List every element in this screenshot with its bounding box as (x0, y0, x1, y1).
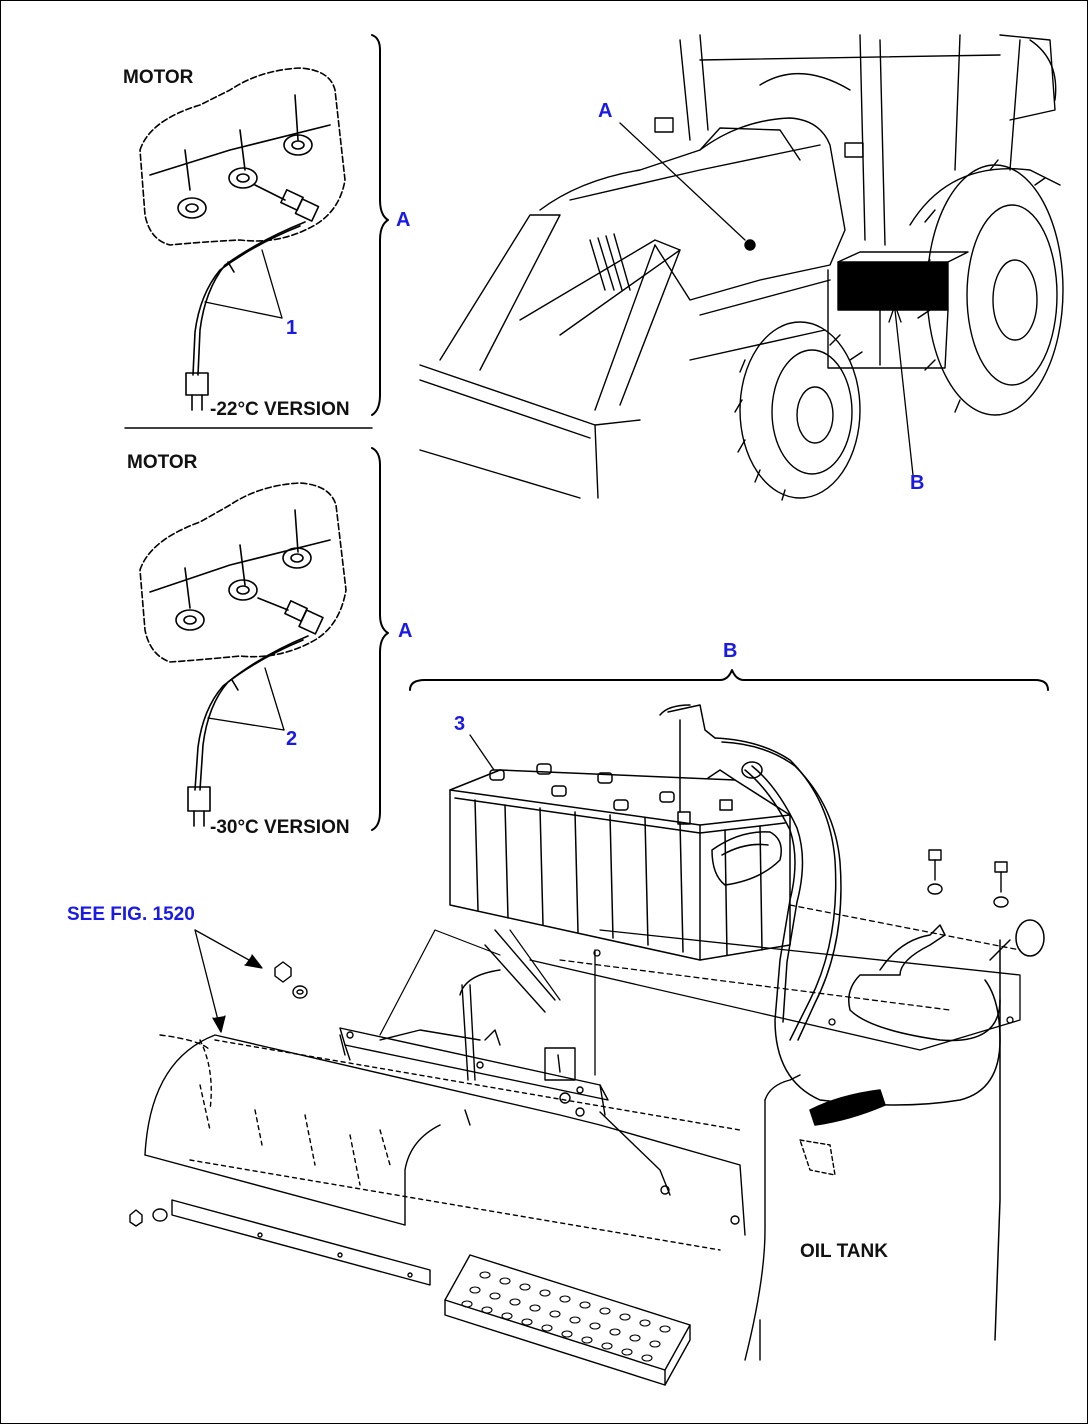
leader-b-machine (888, 304, 914, 476)
fasteners-left (129, 961, 431, 1286)
callout-b-machine: B (910, 472, 925, 494)
temperature-sensor-22 (185, 184, 320, 411)
battery-tray (529, 904, 1021, 1076)
mounting-bar (339, 929, 671, 1196)
brace-bottom (371, 447, 389, 831)
callout-a-top: A (396, 209, 411, 231)
battery (449, 763, 791, 961)
version-22-label: -22°C VERSION (210, 399, 350, 420)
oil-tank-label: OIL TANK (800, 1241, 888, 1262)
version-30-label: -30°C VERSION (210, 817, 350, 838)
backhoe-loader (419, 34, 1064, 501)
leader-item-1 (204, 249, 283, 319)
callout-item-2: 2 (286, 728, 298, 750)
callout-a-machine: A (598, 100, 613, 122)
step-plate (444, 1254, 691, 1386)
leader-item-2 (207, 667, 285, 731)
callout-item-3: 3 (454, 713, 466, 735)
oil-tank (744, 1074, 836, 1361)
see-fig-reference: SEE FIG. 1520 (67, 904, 195, 925)
callout-a-bottom: A (398, 620, 413, 642)
battery-cables (659, 704, 1045, 1341)
callout-b-brace: B (723, 640, 738, 662)
brace-top (371, 34, 389, 416)
motor-label-bottom: MOTOR (127, 452, 198, 473)
motor-label-top: MOTOR (123, 67, 194, 88)
callout-item-1: 1 (286, 317, 298, 339)
brace-b (409, 669, 1049, 691)
leader-see-fig (194, 929, 263, 1033)
temperature-sensor-30 (187, 597, 324, 827)
cylindrical-cover (144, 1034, 746, 1251)
leader-item-3 (469, 734, 495, 771)
motor-block-bottom (139, 482, 347, 663)
leader-a-machine (619, 122, 746, 241)
bolts (927, 849, 1009, 908)
motor-block-top (139, 67, 346, 246)
